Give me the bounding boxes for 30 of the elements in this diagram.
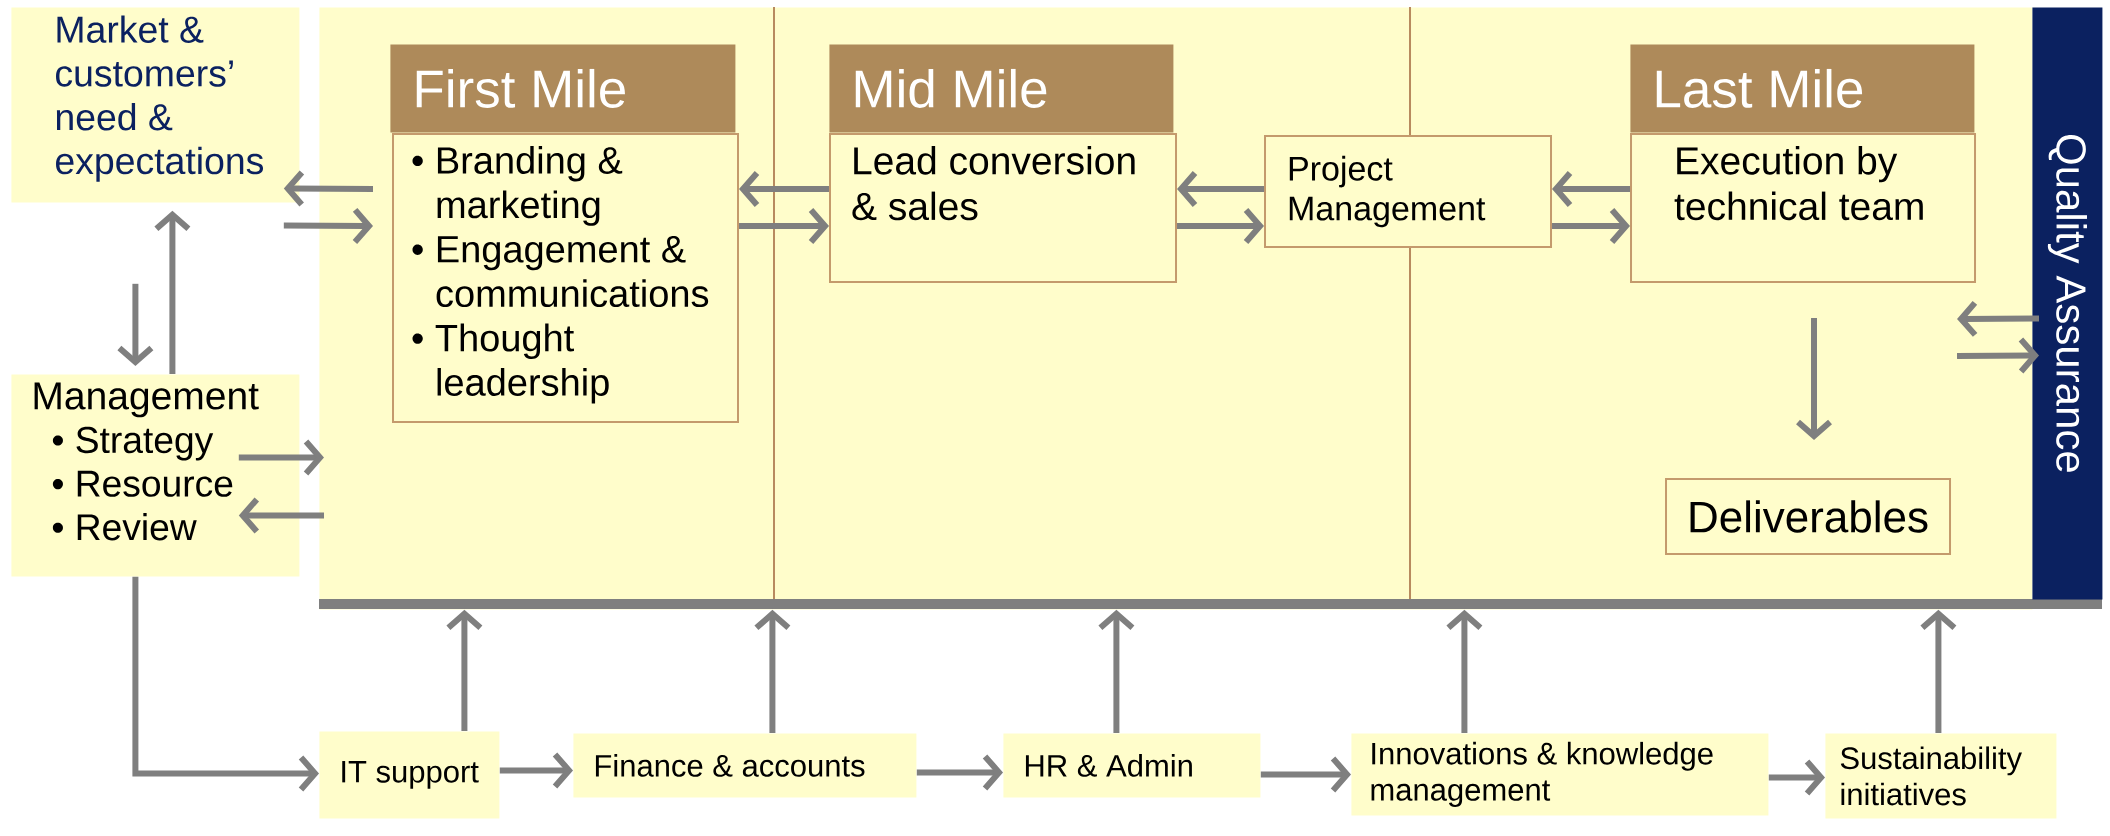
text-box: Management • Strategy • Resource • Review bbox=[11, 374, 300, 577]
output-box: Deliverables bbox=[1665, 478, 1951, 555]
support-box: HR & Admin bbox=[1003, 733, 1261, 798]
arrow bbox=[283, 170, 374, 207]
vertical-band: Quality Assurance bbox=[2032, 7, 2103, 600]
arrow bbox=[916, 754, 1003, 791]
process-box: Execution by technical team bbox=[1630, 133, 1976, 283]
elbow-arrow bbox=[132, 576, 319, 792]
arrow bbox=[1796, 318, 1832, 440]
arrow bbox=[499, 752, 573, 789]
support-box: Sustainability initiatives bbox=[1825, 733, 2057, 819]
support-box: Finance & accounts bbox=[573, 733, 917, 798]
arrow bbox=[117, 283, 154, 366]
header-band: Mid Mile bbox=[829, 44, 1174, 133]
support-box: IT support bbox=[319, 731, 500, 819]
arrow bbox=[1552, 208, 1630, 244]
process-box: • Branding & marketing • Engagement & communications • Thought leadership bbox=[392, 133, 739, 423]
header-band: First Mile bbox=[390, 44, 736, 133]
text-box: Market & customers’ need & expectations bbox=[11, 7, 300, 203]
arrow bbox=[1957, 300, 2040, 337]
arrow bbox=[1957, 337, 2040, 374]
arrow bbox=[283, 207, 373, 244]
header-band: Last Mile bbox=[1630, 44, 1975, 133]
arrow bbox=[1260, 756, 1351, 793]
arrow bbox=[739, 208, 829, 244]
arrow bbox=[238, 439, 324, 476]
arrow bbox=[1177, 208, 1264, 244]
process-box: Lead conversion & sales bbox=[829, 133, 1177, 283]
support-box: Innovations & knowledge management bbox=[1351, 733, 1769, 816]
process-box: Project Management bbox=[1264, 135, 1552, 248]
